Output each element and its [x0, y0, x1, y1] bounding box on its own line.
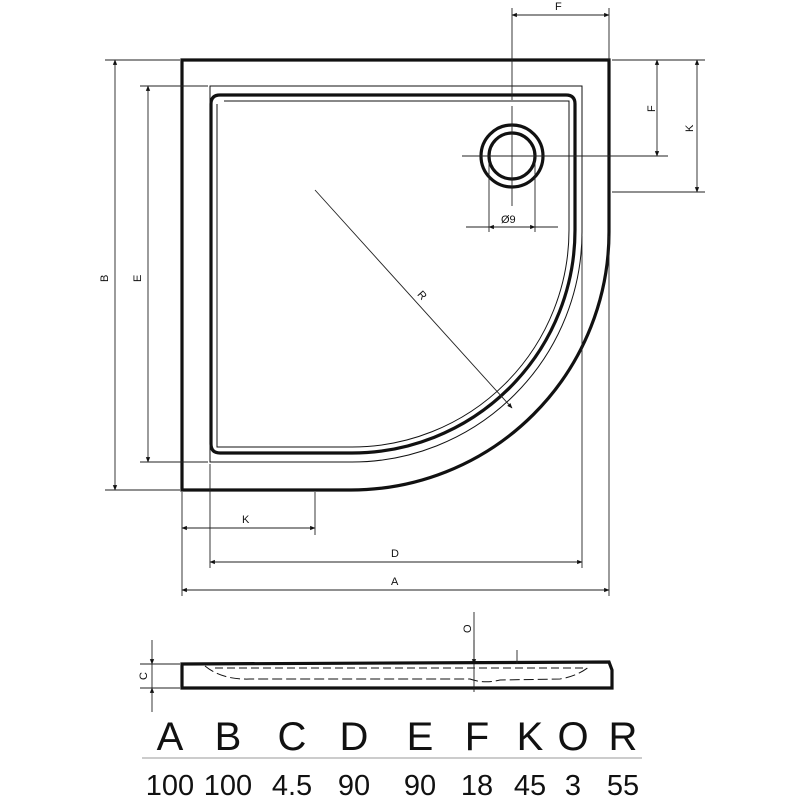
drain-diameter-dimension: Ø9: [466, 160, 558, 232]
table-value-d: 90: [338, 770, 370, 800]
radius-dimension: R: [314, 189, 513, 409]
tray-outer-outline: [180, 58, 611, 492]
radius-label: R: [415, 289, 429, 303]
side-profile-view: C O: [138, 612, 614, 712]
table-header-d: D: [340, 715, 369, 759]
drain-diameter-label: Ø9: [501, 214, 516, 226]
table-header-a: A: [157, 715, 184, 759]
table-header-b: B: [215, 715, 242, 759]
table-header-o: O: [557, 715, 588, 759]
bottom-dimensions: K D A: [181, 236, 610, 596]
f-top-label: F: [555, 1, 562, 13]
b-label: B: [99, 275, 111, 282]
table-value-b: 100: [204, 770, 252, 800]
o-label: O: [462, 624, 474, 633]
c-label: C: [138, 672, 150, 680]
table-value-o: 3: [565, 770, 581, 800]
table-value-f: 18: [461, 770, 493, 800]
table-header-k: K: [517, 715, 544, 759]
profile-outline: [180, 660, 614, 690]
table-value-k: 45: [514, 770, 546, 800]
f-top-dimension: F: [511, 1, 610, 100]
e-label: E: [132, 275, 144, 282]
table-value-r: 55: [607, 770, 639, 800]
tray-inner-rim: [209, 85, 583, 463]
a-label: A: [391, 576, 399, 588]
right-dimensions: F K: [560, 59, 705, 193]
drain: [462, 106, 562, 206]
profile-basin: [204, 665, 591, 683]
table-header-f: F: [465, 715, 489, 759]
table-header-c: C: [278, 715, 307, 759]
left-dimensions: B E: [99, 59, 208, 491]
table-value-a: 100: [146, 770, 194, 800]
plan-view: Ø9 R F F K: [99, 1, 705, 596]
table-header-r: R: [609, 715, 638, 759]
f-right-label: F: [646, 105, 658, 112]
tray-basin-edge: [209, 93, 577, 455]
k-right-label: K: [684, 124, 696, 132]
k-bottom-label: K: [242, 514, 250, 526]
table-header-e: E: [407, 715, 434, 759]
table-value-e: 90: [404, 770, 436, 800]
d-label: D: [391, 548, 399, 560]
table-value-c: 4.5: [272, 770, 312, 800]
tray-basin-inner: [216, 100, 570, 448]
